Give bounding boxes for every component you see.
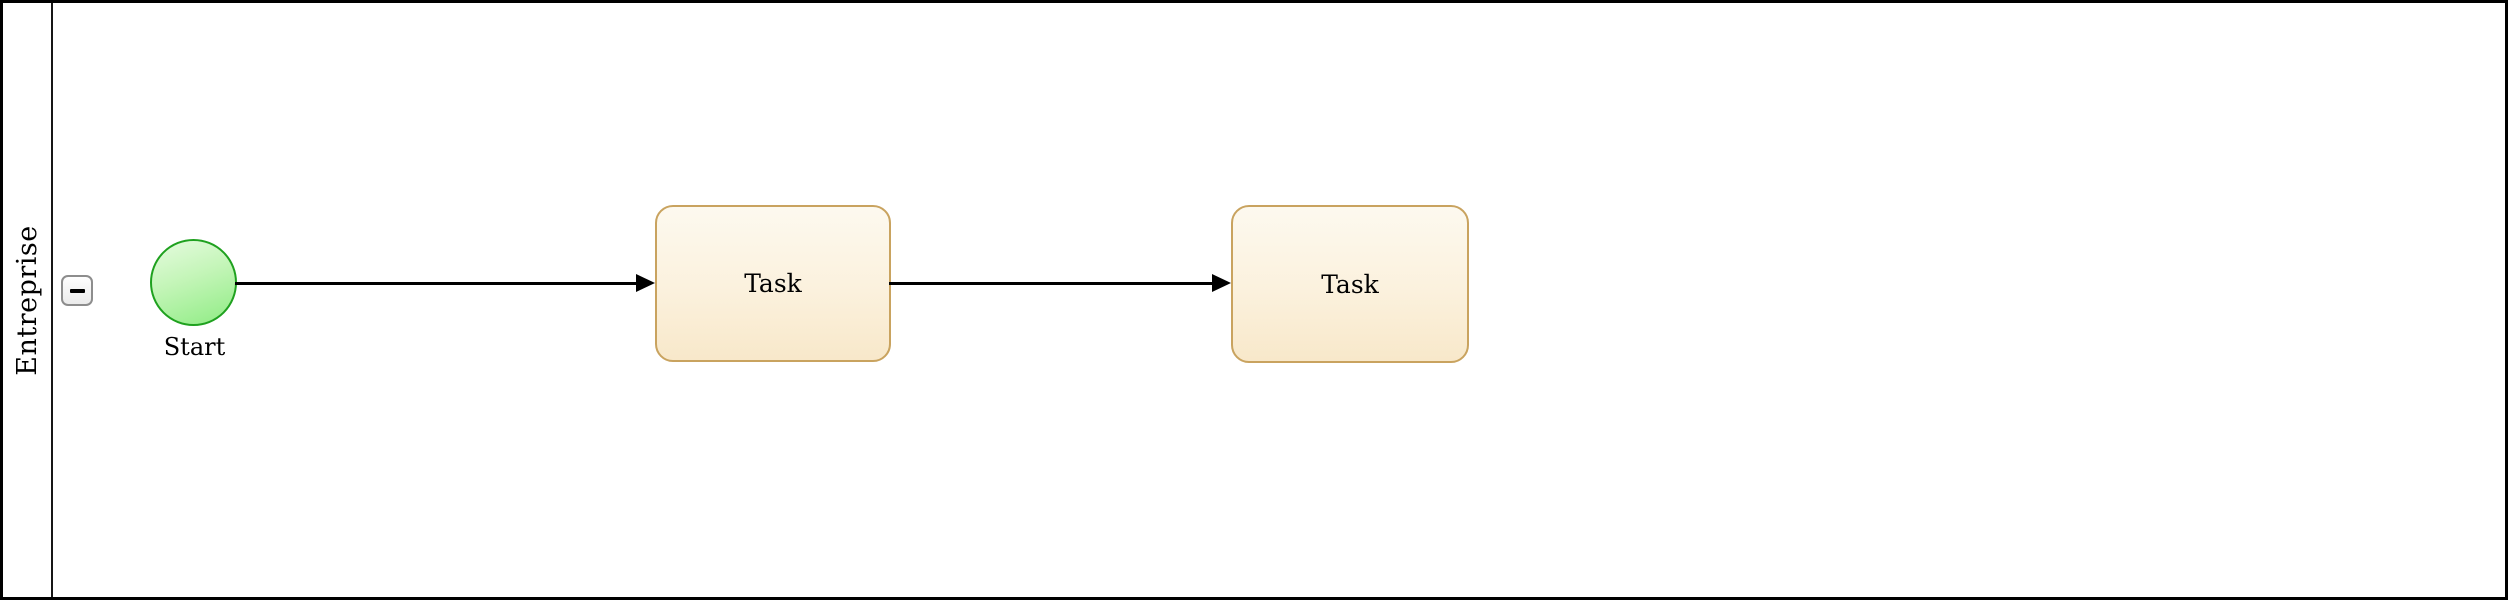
task-1-label: Task: [744, 269, 802, 298]
arrowhead-icon: [636, 274, 655, 292]
minus-icon: [69, 288, 85, 293]
task-1[interactable]: Task: [655, 205, 891, 362]
arrowhead-icon: [1212, 274, 1231, 292]
pool-lane-header: Entreprise: [3, 3, 51, 597]
start-event[interactable]: [150, 239, 237, 326]
lane-divider: [51, 3, 53, 597]
pool-lane-label: Entreprise: [11, 224, 43, 376]
task-2[interactable]: Task: [1231, 205, 1469, 363]
task-2-label: Task: [1321, 269, 1379, 299]
collapse-lane-button[interactable]: [61, 275, 93, 306]
sequence-flow-2: [889, 282, 1213, 285]
start-event-label: Start: [163, 333, 226, 361]
sequence-flow-1: [235, 282, 637, 285]
